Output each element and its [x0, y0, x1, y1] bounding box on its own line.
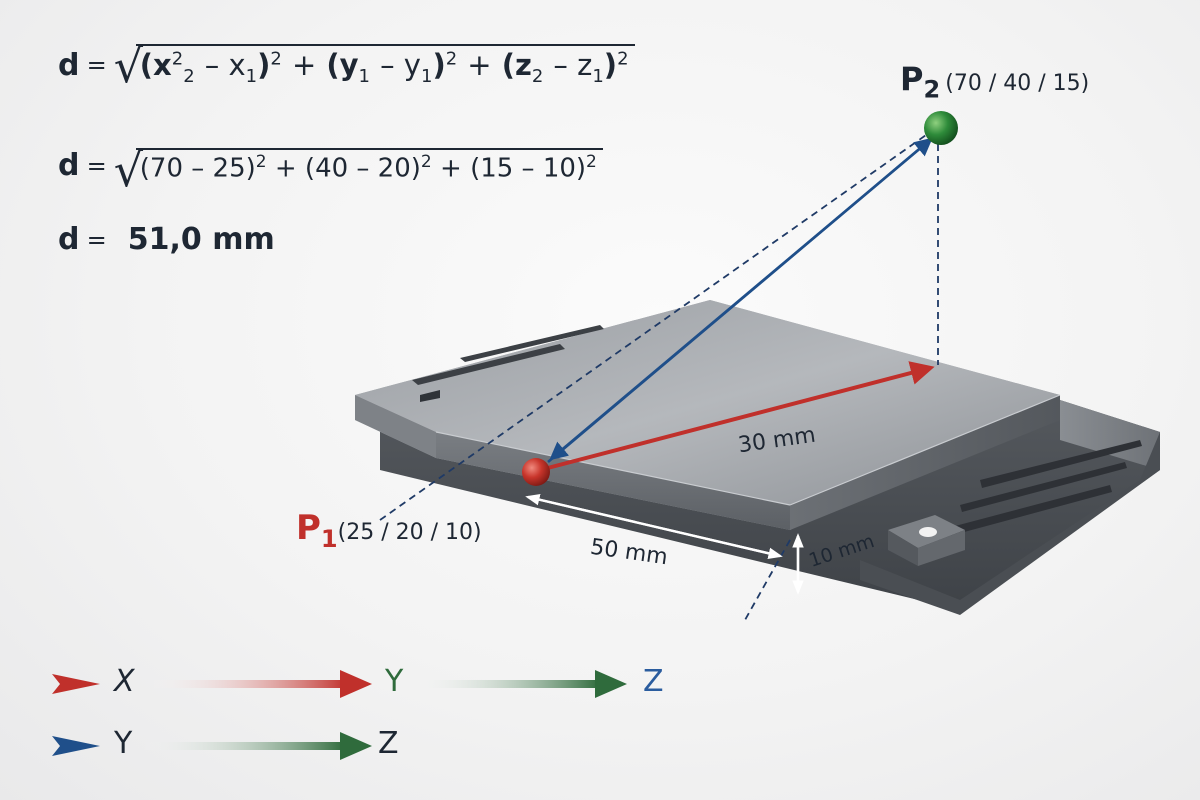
- square-root: √ (70 – 25)2 + (40 – 20)2 + (15 – 10)2: [114, 147, 603, 193]
- vector-p1-p2: [547, 137, 933, 463]
- formula-equals: =: [86, 51, 107, 80]
- point-p2-coords: (70 / 40 / 15): [945, 71, 1090, 96]
- legend-red-arrowhead: [52, 674, 100, 694]
- radicand: (70 – 25)2 + (40 – 20)2 + (15 – 10)2: [135, 148, 603, 184]
- dimension-arrows: [525, 494, 804, 595]
- legend-arrows: [52, 670, 627, 760]
- legend-label-y-row2: Y: [114, 726, 133, 761]
- formula-equals: =: [86, 225, 107, 254]
- formula-substituted: d = √ (70 – 25)2 + (40 – 20)2 + (15 – 10…: [58, 147, 603, 193]
- legend-label-z: Z: [643, 664, 664, 699]
- result-value: 51,0 mm: [127, 222, 275, 257]
- radicand: (x22 – x1)2 + (y1 – y1)2 + (z2 – z1)2: [135, 44, 635, 87]
- formula-equals: =: [86, 151, 107, 180]
- point-p1-label: P1(25 / 20 / 10): [296, 508, 482, 553]
- formula-result: d = 51,0 mm: [58, 222, 275, 257]
- point-p2-marker: [924, 111, 958, 145]
- formula-lhs: d: [58, 222, 80, 257]
- point-p1-marker: [522, 458, 550, 486]
- point-p1-coords: (25 / 20 / 10): [337, 520, 482, 545]
- formula-lhs: d: [58, 47, 80, 83]
- formula-general: d = √ (x22 – x1)2 + (y1 – y1)2 + (z2 – z…: [58, 39, 635, 93]
- vector-red: [539, 361, 935, 472]
- legend-blue-arrowhead: [52, 736, 100, 756]
- point-p2-name: P2: [900, 60, 941, 104]
- legend-label-y: Y: [385, 664, 404, 699]
- radical-sign: √: [113, 143, 144, 197]
- point-p1-name: P1: [296, 508, 338, 553]
- formula-lhs: d: [58, 148, 80, 184]
- point-p2-label: P2 (70 / 40 / 15): [900, 60, 1089, 103]
- legend-label-x: X: [114, 664, 135, 699]
- radical-sign: √: [113, 39, 144, 93]
- square-root: √ (x22 – x1)2 + (y1 – y1)2 + (z2 – z1)2: [113, 39, 635, 93]
- legend-label-z-row2: Z: [378, 726, 399, 761]
